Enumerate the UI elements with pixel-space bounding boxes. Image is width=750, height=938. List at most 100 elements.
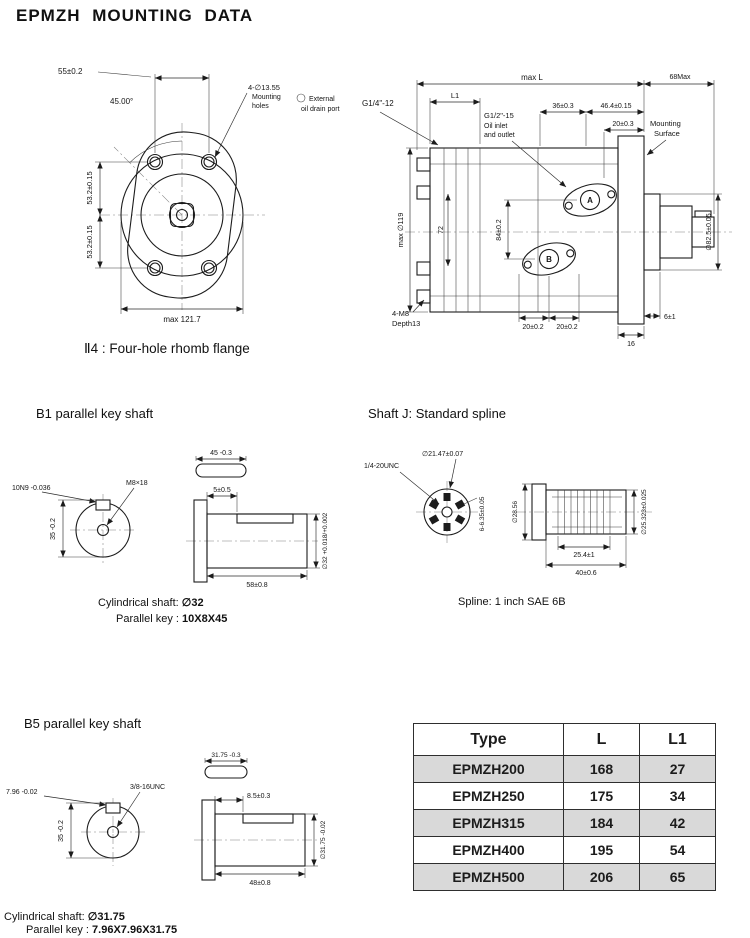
dim-bolt-spacing-horizontal: 55±0.2 (58, 67, 210, 153)
dim-label: L1 (451, 91, 459, 100)
table-cell-l: 195 (563, 836, 640, 864)
shaft-body (545, 489, 627, 535)
side-view: A B max L 68Max L1 36 (296, 73, 732, 348)
note-label: Oil inlet (484, 123, 507, 130)
table-cell-l: 168 (563, 755, 640, 783)
dim-label: max 121.7 (163, 315, 201, 324)
dim-spline-minor: ∅25.323±0.025 (626, 489, 648, 535)
dim-port-spacing: 84±0.2 (496, 199, 577, 260)
note-label: and outlet (484, 132, 515, 139)
mounting-holes (146, 153, 218, 277)
port-b-label: B (546, 255, 552, 264)
dim-shaft-length: 58±0.8 (206, 570, 308, 589)
dim-label: ∅21.47±0.07 (422, 451, 463, 458)
note-label: Cylindrical shaft: (98, 597, 179, 609)
dim-85: 8.5±0.3 (214, 793, 270, 812)
b5-drawing: 7.96 -0.02 3/8-16UNC 35 -0.2 31.75 -0.3 … (6, 752, 327, 887)
note-label: holes (252, 103, 269, 110)
dim-label: 53.2±0.15 (85, 171, 94, 204)
note-drain-port: External oil drain port G1/4"-12 (296, 93, 439, 146)
dim-key-flat: 35 -0.2 (58, 802, 111, 859)
dim-label: 20±0.2 (522, 324, 543, 331)
dim-shaft-extension: 68Max (643, 74, 715, 214)
dim-72: 72 (438, 193, 451, 267)
dim-pilot-diameter: ∅82.5±0.05 (660, 193, 722, 271)
motor-body (429, 147, 619, 313)
note-label: Depth13 (392, 319, 420, 328)
dim-label: 6-6.35±0.05 (479, 496, 486, 531)
b5-end-view: 7.96 -0.02 3/8-16UNC 35 -0.2 (6, 784, 165, 866)
table-cell-type: EPMZH315 (413, 809, 564, 837)
hub-square (169, 202, 195, 228)
port-a-label: A (587, 196, 593, 205)
note-label: External (309, 96, 335, 103)
table-cell-l1: 54 (639, 836, 716, 864)
note-rear-bolts: 4-M8 Depth13 (392, 299, 425, 328)
b1-side-view: 5±0.5 ∅32 +0.018/+0.002 58±0.8 (186, 487, 329, 589)
b1-section-title: B1 parallel key shaft (36, 406, 154, 421)
table-cell-l1: 65 (639, 863, 716, 891)
page-title: EPMZH MOUNTING DATA (16, 6, 254, 25)
drain-thread-label: G1/4"-12 (362, 99, 394, 108)
b5-side-view: 8.5±0.3 ∅31.75 -0.02 48±0.8 (194, 793, 327, 887)
dim-label: 45 -0.3 (210, 450, 232, 457)
spline-note: Spline: 1 inch SAE 6B (458, 596, 566, 608)
dim-label: 46.4±0.15 (600, 103, 631, 110)
table-cell-type: EPMZH200 (413, 755, 564, 783)
keyway-slot (242, 813, 294, 824)
dim-shaft-diameter: ∅31.75 -0.02 (305, 813, 327, 867)
dim-label: 8.5±0.3 (247, 793, 270, 800)
spline-outer-circle (423, 488, 471, 536)
dim-spline-length: 25.4±1 (557, 536, 611, 559)
dim-label: 31.75 -0.3 (211, 752, 241, 759)
table-row: EPMZH500 206 65 (413, 863, 716, 891)
note-label: Cylindrical shaft: (4, 911, 85, 923)
note-value: 7.96X7.96X31.75 (92, 924, 178, 936)
tapped-hole (441, 506, 453, 518)
front-view: 55±0.2 45.00° 4-∅13.55 Mounting holes 53… (58, 67, 281, 324)
dim-label: ∅31.75 -0.02 (320, 820, 327, 859)
flange-type-caption: Ⅱ4 : Four-hole rhomb flange (84, 341, 250, 356)
note-label: 4-∅13.55 (248, 83, 280, 92)
dim-label: 20±0.2 (556, 324, 577, 331)
keyway-notch (95, 499, 111, 511)
dim-6: 6±1 (643, 272, 676, 321)
note-label: oil drain port (301, 106, 340, 113)
dim-label: 58±0.8 (246, 582, 267, 589)
b1-key-note: Parallel key : 10X8X45 (116, 613, 227, 625)
thread-label: 3/8-16UNC (130, 784, 165, 791)
table-row: EPMZH400 195 54 (413, 836, 716, 864)
dim-label: max ∅119 (396, 213, 405, 248)
dim-label: 68Max (669, 74, 691, 81)
table-row: EPMZH200 168 27 (413, 755, 716, 783)
dim-label: 6±1 (664, 314, 676, 321)
dim-label: ∅28.56 (512, 501, 519, 523)
b1-end-view: 10N9 -0.036 M8×18 35 -0.2 (12, 480, 148, 566)
dim-36: 36±0.3 (539, 103, 587, 146)
b5-key-note: Parallel key : 7.96X7.96X31.75 (26, 924, 177, 936)
dim-label: 55±0.2 (58, 67, 83, 76)
note-value: ∅32 (181, 597, 204, 609)
dim-label: 35 -0.2 (58, 820, 65, 842)
b1-drawing: 10N9 -0.036 M8×18 35 -0.2 45 -0.3 5±0.5 (12, 450, 329, 589)
table-cell-l1: 34 (639, 782, 716, 810)
dim-shaft-length: 48±0.8 (214, 868, 306, 887)
dim-angle: 45.00° (110, 97, 183, 163)
dim-label: 16 (627, 341, 635, 348)
dim-label: 48±0.8 (249, 880, 270, 887)
center-hole (175, 208, 189, 222)
dim-shaft-diameter: ∅32 +0.018/+0.002 (307, 512, 329, 569)
b5-section-title: B5 parallel key shaft (24, 716, 142, 731)
rear-bolt-heads (416, 157, 431, 304)
table-cell-type: EPMZH250 (413, 782, 564, 810)
dim-46: 46.4±0.15 (585, 103, 645, 115)
table-header-l: L (563, 723, 640, 756)
note-value: 10X8X45 (182, 613, 228, 625)
b1-shaft-note: Cylindrical shaft: ∅32 (98, 596, 204, 609)
table-header-l1: L1 (639, 723, 716, 756)
note-oil-ports: G1/2"-15 Oil inlet and outlet (484, 111, 567, 188)
parallel-key (204, 765, 248, 779)
dim-label: 7.96 -0.02 (6, 789, 38, 796)
note-label: 4-M8 (392, 309, 409, 318)
dim-label: 35 -0.2 (50, 518, 57, 540)
